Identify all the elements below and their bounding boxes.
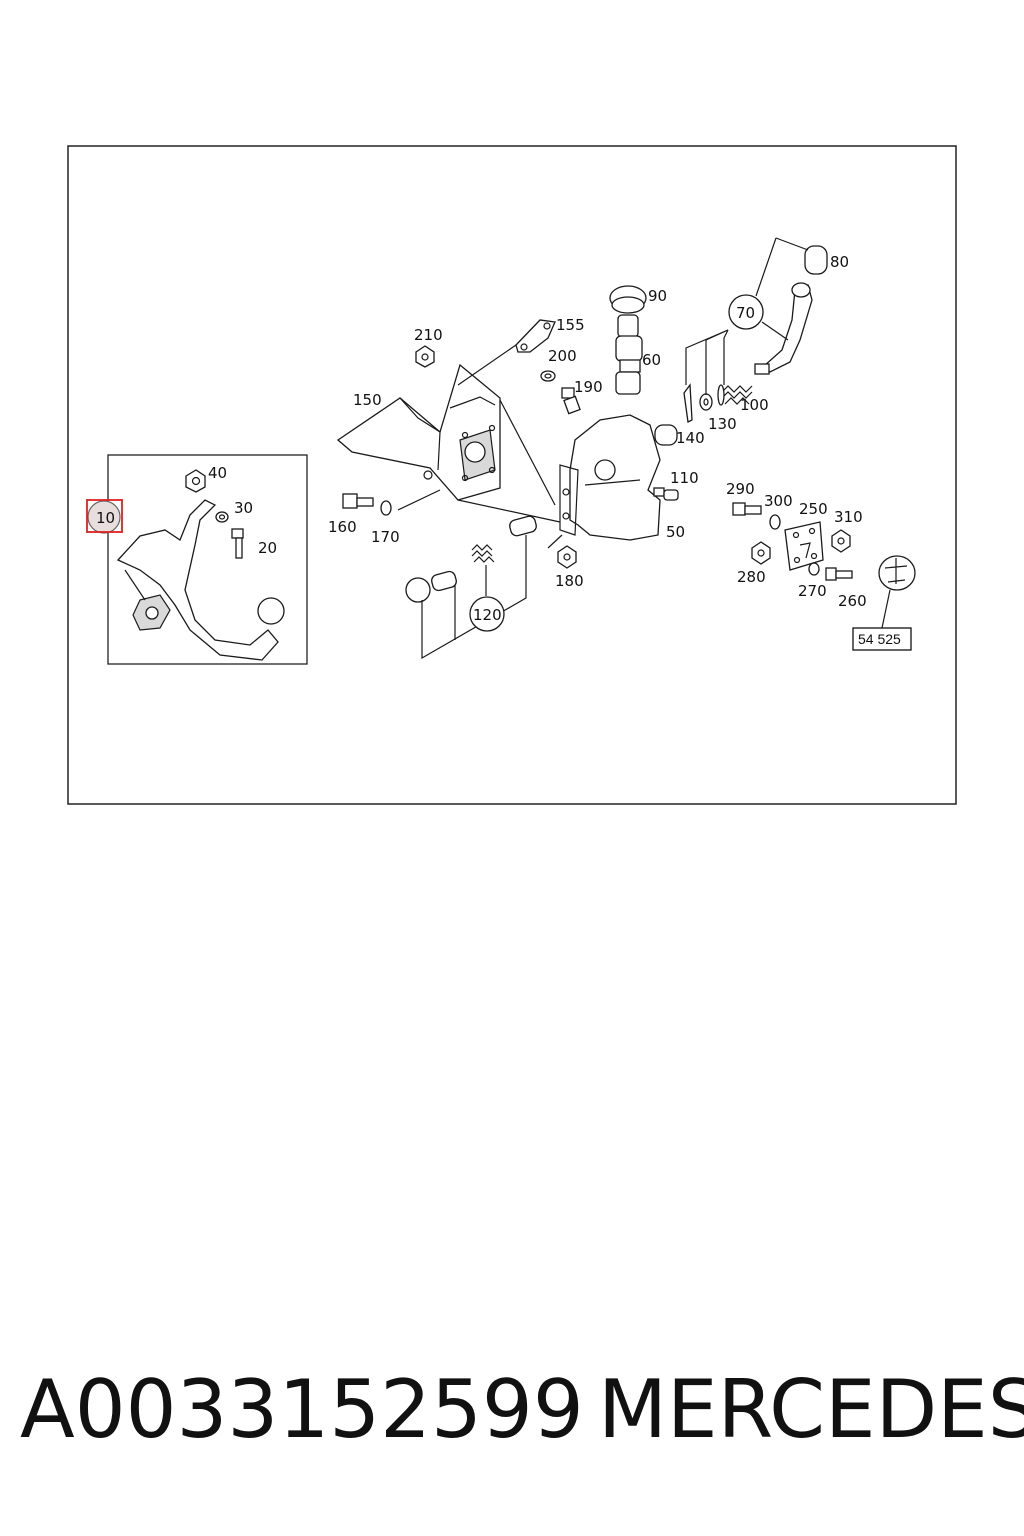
callout-80[interactable]: 80	[830, 253, 849, 271]
callout-170[interactable]: 170	[371, 528, 400, 546]
callout-100[interactable]: 100	[740, 396, 769, 414]
callout-10[interactable]: 10	[96, 509, 115, 527]
small-hardware-top	[415, 319, 581, 415]
callout-20[interactable]: 20	[258, 539, 277, 557]
brand-name: MERCEDES	[598, 1363, 1024, 1456]
coupling-head-50	[559, 414, 678, 541]
callout-280[interactable]: 280	[737, 568, 766, 586]
callout-130[interactable]: 130	[708, 415, 737, 433]
nut-180-bolt-110	[547, 487, 679, 569]
callout-140[interactable]: 140	[676, 429, 705, 447]
callout-290[interactable]: 290	[726, 480, 755, 498]
callout-120[interactable]: 120	[473, 606, 502, 624]
highlight-box	[86, 499, 123, 533]
callout-260[interactable]: 260	[838, 592, 867, 610]
diagram-frame	[67, 145, 957, 805]
callout-110[interactable]: 110	[670, 469, 699, 487]
callout-200[interactable]: 200	[548, 347, 577, 365]
callout-250[interactable]: 250	[799, 500, 828, 518]
part-number: A0033152599	[20, 1363, 584, 1456]
callout-120-circle	[469, 596, 505, 632]
callout-40[interactable]: 40	[208, 464, 227, 482]
callout-180[interactable]: 180	[555, 572, 584, 590]
callout-90[interactable]: 90	[648, 287, 667, 305]
pin-cap-60-90	[609, 285, 647, 395]
callout-160[interactable]: 160	[328, 518, 357, 536]
callout-210[interactable]: 210	[414, 326, 443, 344]
callout-50[interactable]: 50	[666, 523, 685, 541]
bolt-160-washer-170	[342, 489, 441, 516]
reference-box	[852, 627, 912, 651]
inset-tow-hook: 10 40 30 20	[86, 454, 308, 665]
callout-310[interactable]: 310	[834, 508, 863, 526]
bracket-150	[336, 363, 561, 523]
callout-70[interactable]: 70	[736, 304, 755, 322]
callout-150[interactable]: 150	[353, 391, 382, 409]
inset-frame	[107, 454, 308, 665]
group-120	[405, 515, 537, 660]
callout-300[interactable]: 300	[764, 492, 793, 510]
callout-70-circle	[728, 294, 764, 330]
callout-190[interactable]: 190	[574, 378, 603, 396]
plate-250-hardware	[732, 502, 916, 651]
callout-155[interactable]: 155	[556, 316, 585, 334]
callout-60[interactable]: 60	[642, 351, 661, 369]
reference-box-label[interactable]: 54 525	[858, 631, 901, 647]
callout-30[interactable]: 30	[234, 499, 253, 517]
callout-270[interactable]: 270	[798, 582, 827, 600]
lever-assembly-70	[683, 237, 828, 423]
